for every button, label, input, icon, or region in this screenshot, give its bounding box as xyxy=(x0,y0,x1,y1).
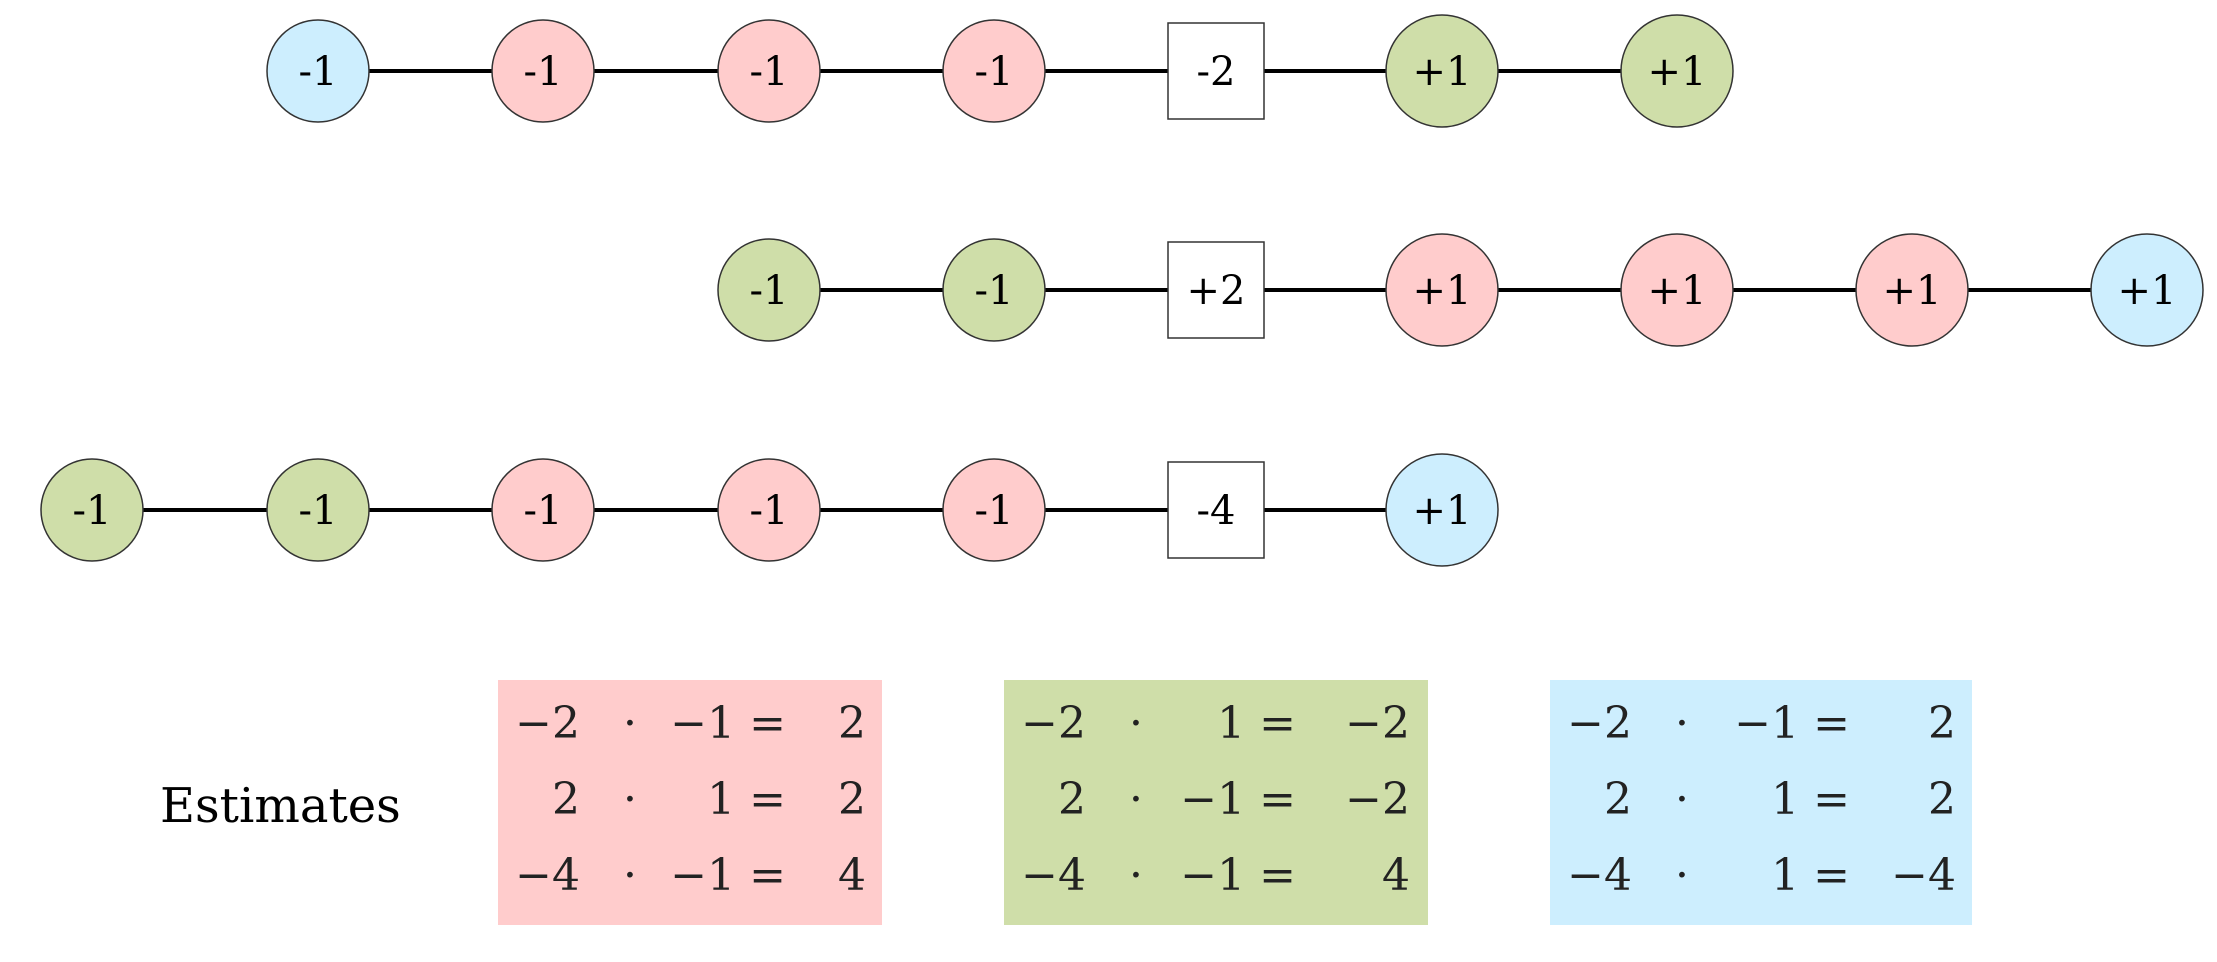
variable-node-red xyxy=(491,458,595,562)
node-label: +2 xyxy=(1187,268,1246,314)
estimate-b: −1 = xyxy=(1180,774,1296,825)
estimate-result: 2 xyxy=(1928,774,1956,825)
estimate-op: · xyxy=(1675,850,1689,901)
node-label: +1 xyxy=(1413,488,1472,534)
estimate-result: −2 xyxy=(1345,774,1410,825)
estimate-op: · xyxy=(623,698,637,749)
chain-1: -1 -1 -1 -1 -2 +1 +1 xyxy=(266,14,1734,128)
estimate-a: −4 xyxy=(515,850,580,901)
estimate-b: −1 = xyxy=(1180,850,1296,901)
node-label: -1 xyxy=(975,49,1014,95)
variable-node-blue xyxy=(266,19,370,123)
variable-node-red xyxy=(1620,233,1734,347)
estimate-b: 1 = xyxy=(1217,698,1296,749)
variable-node-red xyxy=(1855,233,1969,347)
variable-node-green xyxy=(1385,14,1499,128)
estimates-section: Estimates −2·−1 =22·1 =2−4·−1 =4−2·1 =−2… xyxy=(160,680,1972,925)
chains-layer: -1 -1 -1 -1 -2 +1 +1 -1 -1 +2 +1 +1 +1 +1 -1 -1 -1 -1 -1 -4… xyxy=(40,14,2204,567)
estimate-result: −4 xyxy=(1891,850,1956,901)
variable-node-red xyxy=(1385,233,1499,347)
node-label: -1 xyxy=(750,268,789,314)
node-label: +1 xyxy=(1413,268,1472,314)
estimate-op: · xyxy=(1675,774,1689,825)
estimates-label: Estimates xyxy=(160,778,401,834)
node-label: -1 xyxy=(750,488,789,534)
estimate-box-background xyxy=(1004,680,1428,925)
node-label: -1 xyxy=(750,49,789,95)
variable-node-green xyxy=(40,458,144,562)
node-label: +1 xyxy=(1648,49,1707,95)
estimate-a: −2 xyxy=(515,698,580,749)
factor-node xyxy=(1167,22,1265,120)
estimate-b: 1 = xyxy=(1771,774,1850,825)
variable-node-red xyxy=(491,19,595,123)
variable-node-green xyxy=(266,458,370,562)
estimate-a: 2 xyxy=(1058,774,1086,825)
variable-node-red xyxy=(942,19,1046,123)
estimate-result: 2 xyxy=(1928,698,1956,749)
node-label: -4 xyxy=(1197,488,1236,534)
node-label: +1 xyxy=(2118,268,2177,314)
variable-node-green xyxy=(717,238,821,342)
estimate-box-background xyxy=(498,680,882,925)
node-label: -1 xyxy=(975,268,1014,314)
variable-node-green xyxy=(1620,14,1734,128)
estimate-b: −1 = xyxy=(670,698,786,749)
estimate-result: 4 xyxy=(838,850,866,901)
estimate-op: · xyxy=(1129,698,1143,749)
estimate-box-background xyxy=(1550,680,1972,925)
estimate-result: 2 xyxy=(838,698,866,749)
estimate-a: −4 xyxy=(1567,850,1632,901)
estimate-b: −1 = xyxy=(670,850,786,901)
node-label: -1 xyxy=(975,488,1014,534)
variable-node-blue xyxy=(1385,453,1499,567)
variable-node-red xyxy=(717,19,821,123)
estimate-result: −2 xyxy=(1345,698,1410,749)
factor-node xyxy=(1167,461,1265,559)
node-label: -1 xyxy=(524,49,563,95)
node-label: +1 xyxy=(1413,49,1472,95)
estimate-box-red: −2 · −1 = 2 2 · 1 = 2 −4 · −1 = 4 xyxy=(498,680,882,925)
node-label: -2 xyxy=(1197,49,1236,95)
estimate-a: 2 xyxy=(1604,774,1632,825)
estimate-b: −1 = xyxy=(1734,698,1850,749)
variable-node-red xyxy=(942,458,1046,562)
estimate-b: 1 = xyxy=(707,774,786,825)
estimate-op: · xyxy=(1129,850,1143,901)
estimate-b: 1 = xyxy=(1771,850,1850,901)
node-label: -1 xyxy=(73,488,112,534)
node-label: +1 xyxy=(1648,268,1707,314)
estimate-a: 2 xyxy=(552,774,580,825)
estimate-box-green: −2 · 1 = −2 2 · −1 = −2 −4 · −1 = 4 xyxy=(1004,680,1428,925)
estimate-op: · xyxy=(1129,774,1143,825)
estimate-box-blue: −2 · −1 = 2 2 · 1 = 2 −4 · 1 = −4 xyxy=(1550,680,1972,925)
estimate-result: 4 xyxy=(1382,850,1410,901)
chain-2: -1 -1 +2 +1 +1 +1 +1 xyxy=(717,233,2204,347)
estimate-result: 2 xyxy=(838,774,866,825)
variable-node-blue xyxy=(2090,233,2204,347)
estimate-op: · xyxy=(1675,698,1689,749)
variable-node-green xyxy=(942,238,1046,342)
estimate-a: −4 xyxy=(1021,850,1086,901)
estimate-a: −2 xyxy=(1021,698,1086,749)
estimate-a: −2 xyxy=(1567,698,1632,749)
chain-3: -1 -1 -1 -1 -1 -4 +1 xyxy=(40,453,1499,567)
node-label: +1 xyxy=(1883,268,1942,314)
factor-node xyxy=(1167,241,1265,339)
estimate-op: · xyxy=(623,774,637,825)
node-label: -1 xyxy=(299,488,338,534)
node-label: -1 xyxy=(524,488,563,534)
estimate-op: · xyxy=(623,850,637,901)
variable-node-red xyxy=(717,458,821,562)
node-label: -1 xyxy=(299,49,338,95)
